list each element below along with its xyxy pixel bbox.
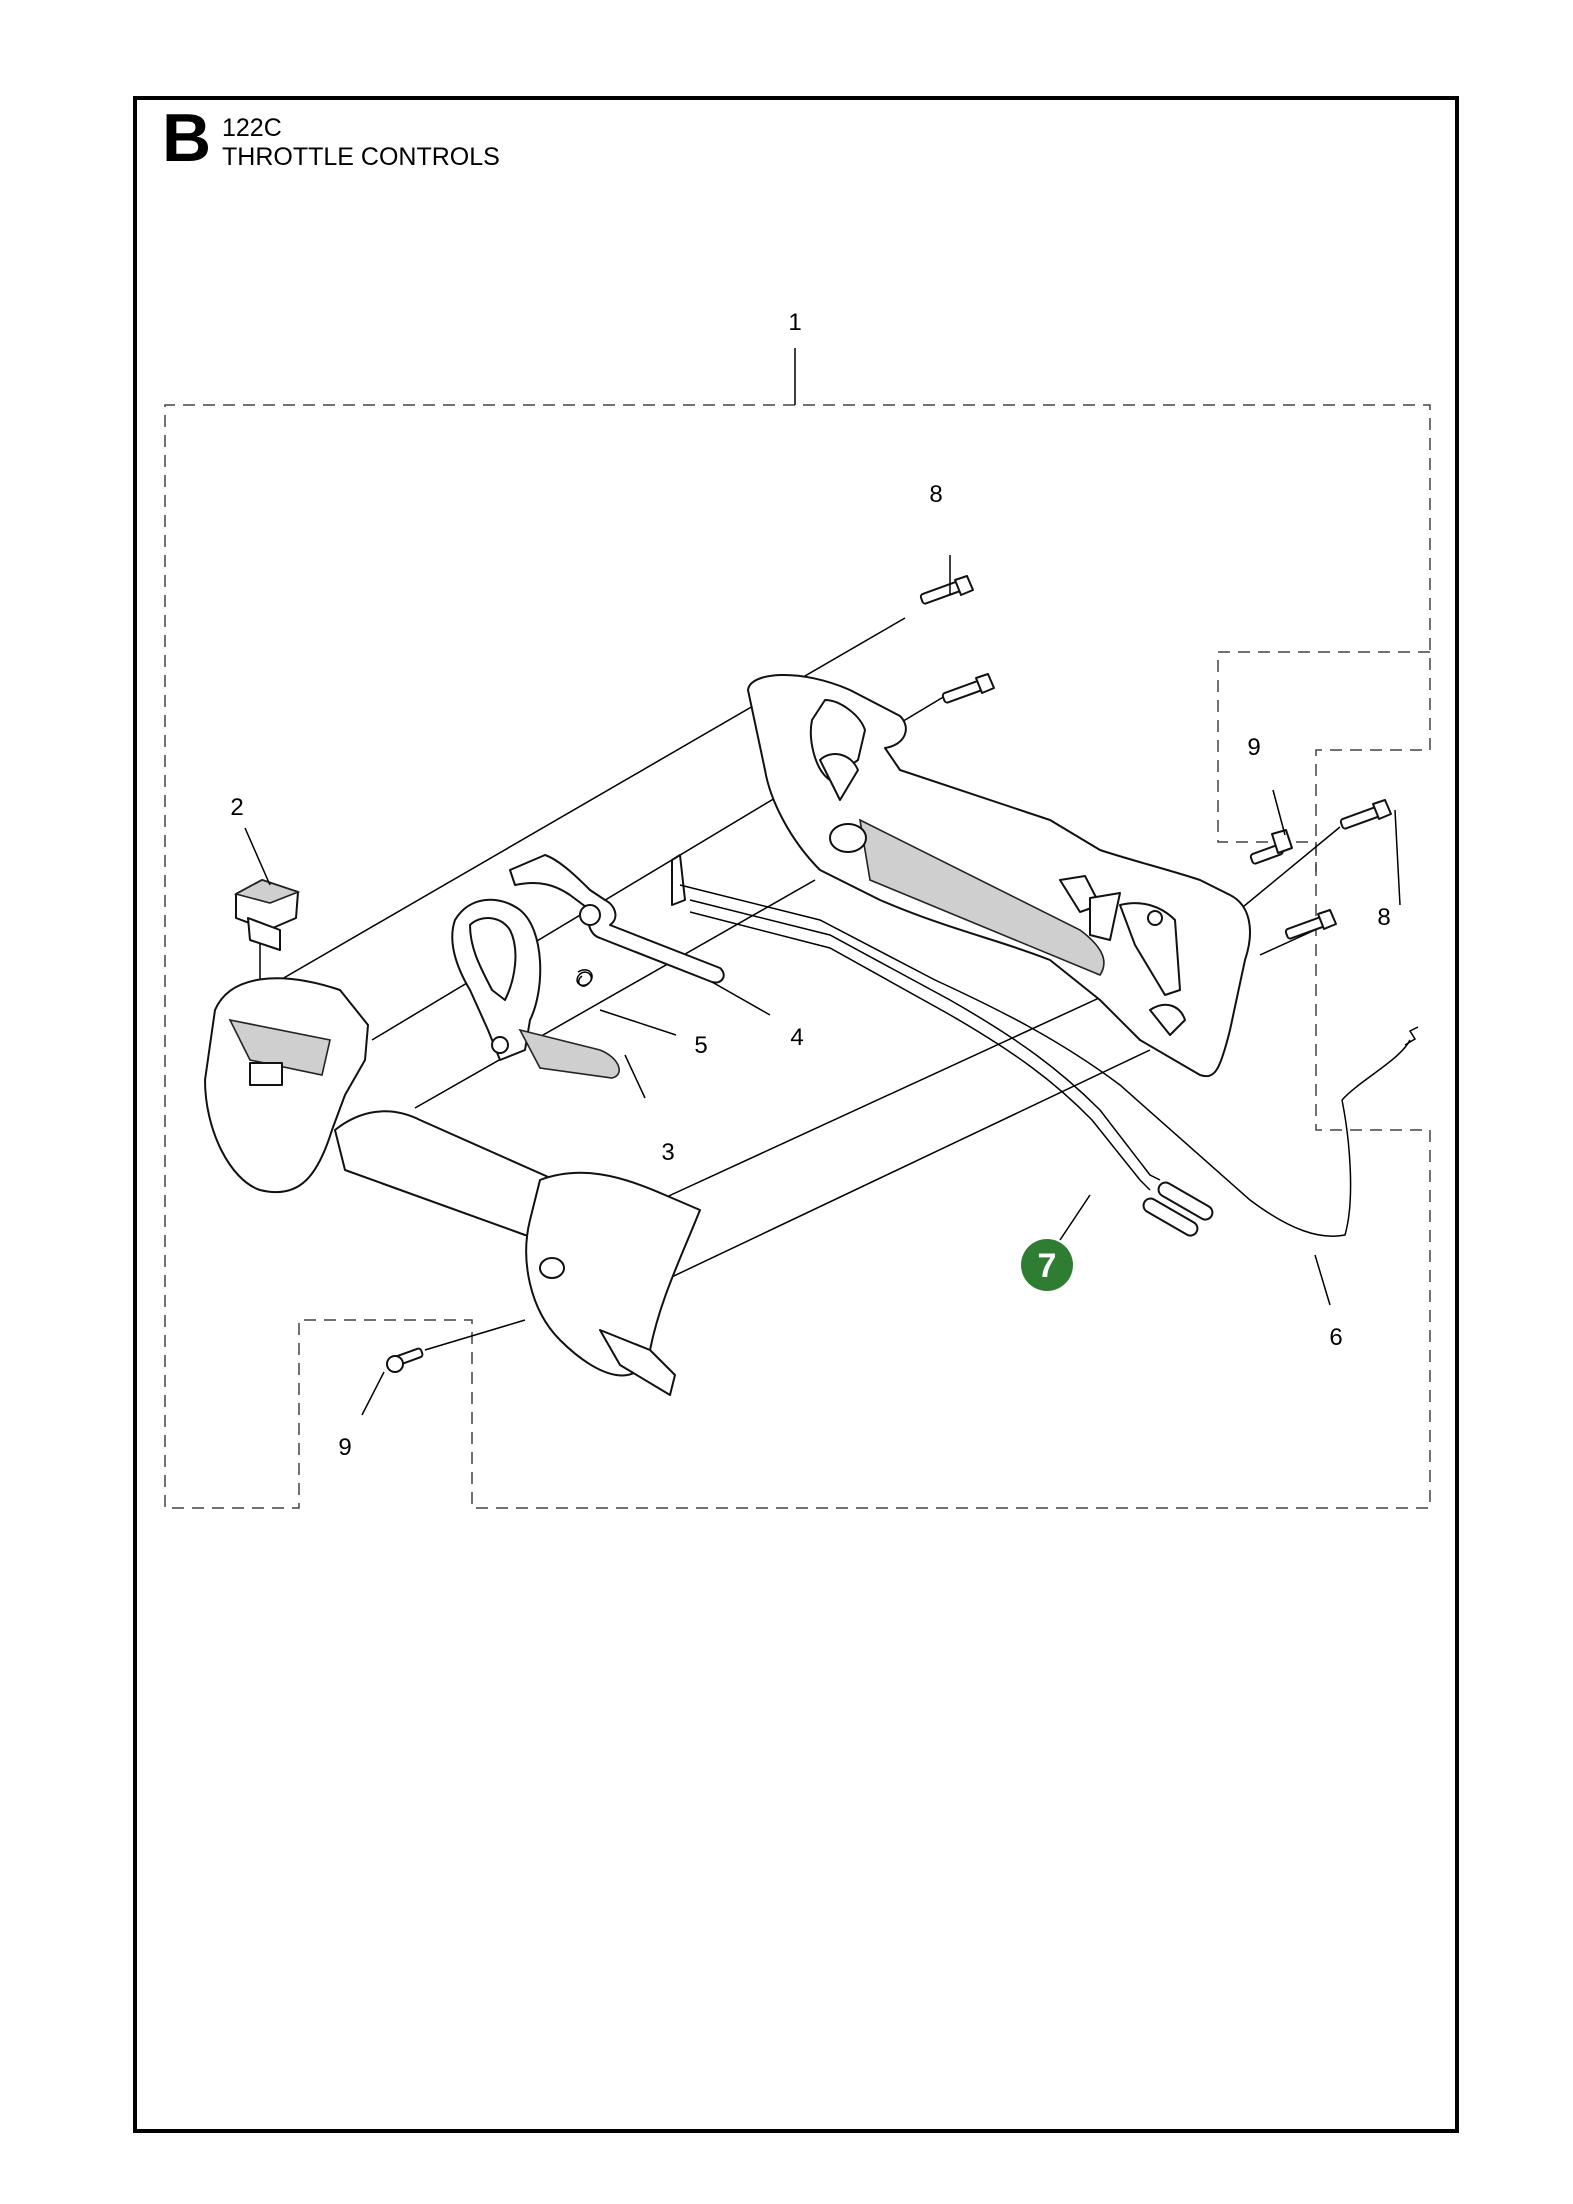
callout-7-highlight: 7 [1021,1239,1073,1291]
part-6-7-cables [671,854,1419,1306]
callout-9-right: 9 [1247,734,1260,761]
part-3-throttle-trigger [451,898,620,1079]
page-frame [133,96,1459,2133]
part-2-switch [233,879,301,951]
right-handle-housing [747,674,1251,1078]
callout-9-left: 9 [338,1434,351,1461]
page-title: THROTTLE CONTROLS [222,143,500,171]
model-number: 122C [222,114,282,142]
callout-5: 5 [694,1032,707,1059]
assembly-outline [164,348,1431,1509]
part-5-spring [576,969,677,1036]
callout-6: 6 [1329,1324,1342,1351]
callout-3: 3 [661,1139,674,1166]
screw-8-right [1339,799,1392,830]
screw-9-right [1249,829,1293,865]
callout-4: 4 [790,1024,803,1051]
screw-8-middle [941,673,995,704]
part-4-throttle-lever [509,854,771,1016]
screw-9-left [386,1347,424,1373]
callout-7: 7 [1038,1247,1057,1285]
highlight-badge [1021,1239,1073,1291]
callout-1: 1 [788,309,801,336]
screw-8-top [919,575,974,605]
callout-8-right: 8 [1377,904,1390,931]
leader-lines [244,555,1401,1416]
section-letter: B [162,100,212,176]
callout-2: 2 [230,794,243,821]
left-handle-grip [204,977,701,1396]
callout-8-top: 8 [929,481,942,508]
screw-8-lower [1284,909,1337,940]
